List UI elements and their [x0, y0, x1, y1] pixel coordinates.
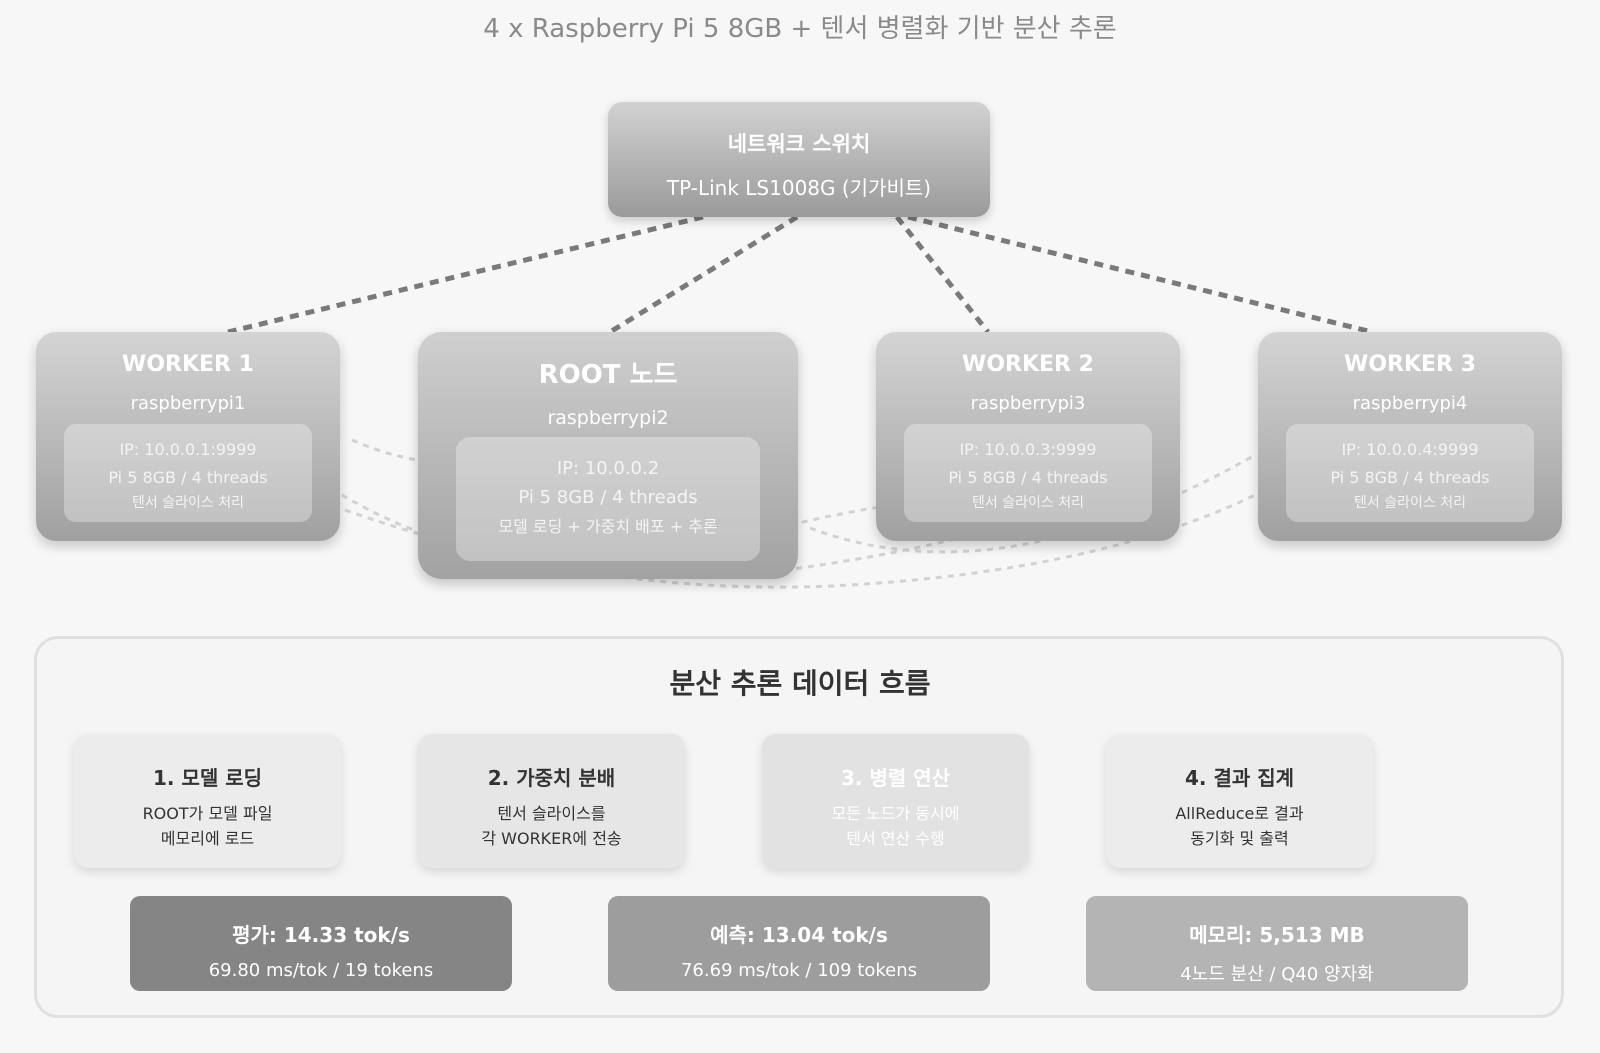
node-role: 모델 로딩 + 가중치 배포 + 추론 — [498, 517, 718, 536]
node-host: raspberrypi1 — [130, 393, 246, 414]
node-ip: IP: 10.0.0.3:9999 — [959, 440, 1097, 459]
node-spec: Pi 5 8GB / 4 threads — [948, 468, 1108, 487]
page-title: 4 x Raspberry Pi 5 8GB + 텐서 병렬화 기반 분산 추론 — [483, 14, 1117, 44]
step-desc-line2: 텐서 연산 수행 — [846, 829, 945, 848]
flow-title: 분산 추론 데이터 흐름 — [669, 667, 931, 700]
step-desc-line1: 텐서 슬라이스를 — [497, 804, 606, 823]
metric-predict-speed: 예측: 13.04 tok/s 76.69 ms/tok / 109 token… — [608, 896, 990, 991]
node-role: 텐서 슬라이스 처리 — [972, 495, 1084, 511]
link-switch-worker2 — [895, 215, 990, 334]
node-spec: Pi 5 8GB / 4 threads — [108, 468, 268, 487]
node-name: ROOT 노드 — [538, 360, 678, 390]
node-name: WORKER 1 — [122, 352, 254, 377]
metric-detail: 4노드 분산 / Q40 양자화 — [1180, 964, 1374, 985]
node-info: IP: 10.0.0.1:9999 Pi 5 8GB / 4 threads 텐… — [64, 424, 312, 522]
flow-step-3: 3. 병렬 연산 모든 노드가 동시에 텐서 연산 수행 — [762, 734, 1029, 868]
step-desc-line2: 메모리에 로드 — [160, 829, 255, 848]
switch-model: TP-Link LS1008G (기가비트) — [666, 176, 932, 200]
node-ip: IP: 10.0.0.2 — [556, 458, 660, 479]
flow-step-4: 4. 결과 집계 AllReduce로 결과 동기화 및 출력 — [1106, 734, 1373, 868]
node-role: 텐서 슬라이스 처리 — [1354, 495, 1466, 511]
node-host: raspberrypi4 — [1352, 393, 1468, 414]
switch-title: 네트워크 스위치 — [727, 132, 871, 156]
node-host: raspberrypi3 — [970, 393, 1086, 414]
worker-1-node: WORKER 1 raspberrypi1 IP: 10.0.0.1:9999 … — [36, 332, 340, 541]
node-info: IP: 10.0.0.4:9999 Pi 5 8GB / 4 threads 텐… — [1286, 424, 1534, 522]
node-ip: IP: 10.0.0.1:9999 — [119, 440, 257, 459]
step-title: 1. 모델 로딩 — [152, 766, 263, 790]
step-desc-line2: 각 WORKER에 전송 — [481, 829, 622, 848]
link-switch-worker3 — [907, 214, 1373, 335]
worker-2-node: WORKER 2 raspberrypi3 IP: 10.0.0.3:9999 … — [876, 332, 1180, 541]
step-title: 2. 가중치 분배 — [487, 766, 616, 790]
metric-eval-speed: 평가: 14.33 tok/s 69.80 ms/tok / 19 tokens — [130, 896, 512, 991]
node-role: 텐서 슬라이스 처리 — [132, 495, 244, 511]
step-title: 3. 병렬 연산 — [840, 766, 951, 790]
worker-3-node: WORKER 3 raspberrypi4 IP: 10.0.0.4:9999 … — [1258, 332, 1562, 541]
step-title: 4. 결과 집계 — [1184, 766, 1295, 790]
metric-memory: 메모리: 5,513 MB 4노드 분산 / Q40 양자화 — [1086, 896, 1468, 991]
step-desc-line1: 모든 노드가 동시에 — [831, 804, 960, 823]
node-name: WORKER 2 — [962, 352, 1094, 377]
link-switch-root — [608, 214, 799, 335]
metric-title: 평가: 14.33 tok/s — [232, 923, 410, 947]
node-info: IP: 10.0.0.3:9999 Pi 5 8GB / 4 threads 텐… — [904, 424, 1152, 522]
metric-title: 예측: 13.04 tok/s — [710, 923, 888, 947]
node-spec: Pi 5 8GB / 4 threads — [518, 487, 698, 508]
node-host: raspberrypi2 — [547, 407, 669, 429]
step-desc-line1: AllReduce로 결과 — [1175, 804, 1304, 823]
node-name: WORKER 3 — [1344, 352, 1476, 377]
network-switch: 네트워크 스위치 TP-Link LS1008G (기가비트) — [608, 102, 990, 217]
link-switch-worker1 — [227, 214, 704, 335]
node-info: IP: 10.0.0.2 Pi 5 8GB / 4 threads 모델 로딩 … — [456, 437, 760, 561]
flow-step-1: 1. 모델 로딩 ROOT가 모델 파일 메모리에 로드 — [74, 734, 341, 868]
metric-title: 메모리: 5,513 MB — [1189, 923, 1365, 947]
step-desc-line2: 동기화 및 출력 — [1190, 829, 1289, 848]
node-ip: IP: 10.0.0.4:9999 — [1341, 440, 1479, 459]
flow-step-2: 2. 가중치 분배 텐서 슬라이스를 각 WORKER에 전송 — [418, 734, 685, 868]
step-desc-line1: ROOT가 모델 파일 — [142, 804, 273, 823]
metric-detail: 76.69 ms/tok / 109 tokens — [680, 960, 918, 981]
metric-detail: 69.80 ms/tok / 19 tokens — [208, 960, 434, 981]
root-node: ROOT 노드 raspberrypi2 IP: 10.0.0.2 Pi 5 8… — [418, 332, 798, 579]
node-spec: Pi 5 8GB / 4 threads — [1330, 468, 1490, 487]
